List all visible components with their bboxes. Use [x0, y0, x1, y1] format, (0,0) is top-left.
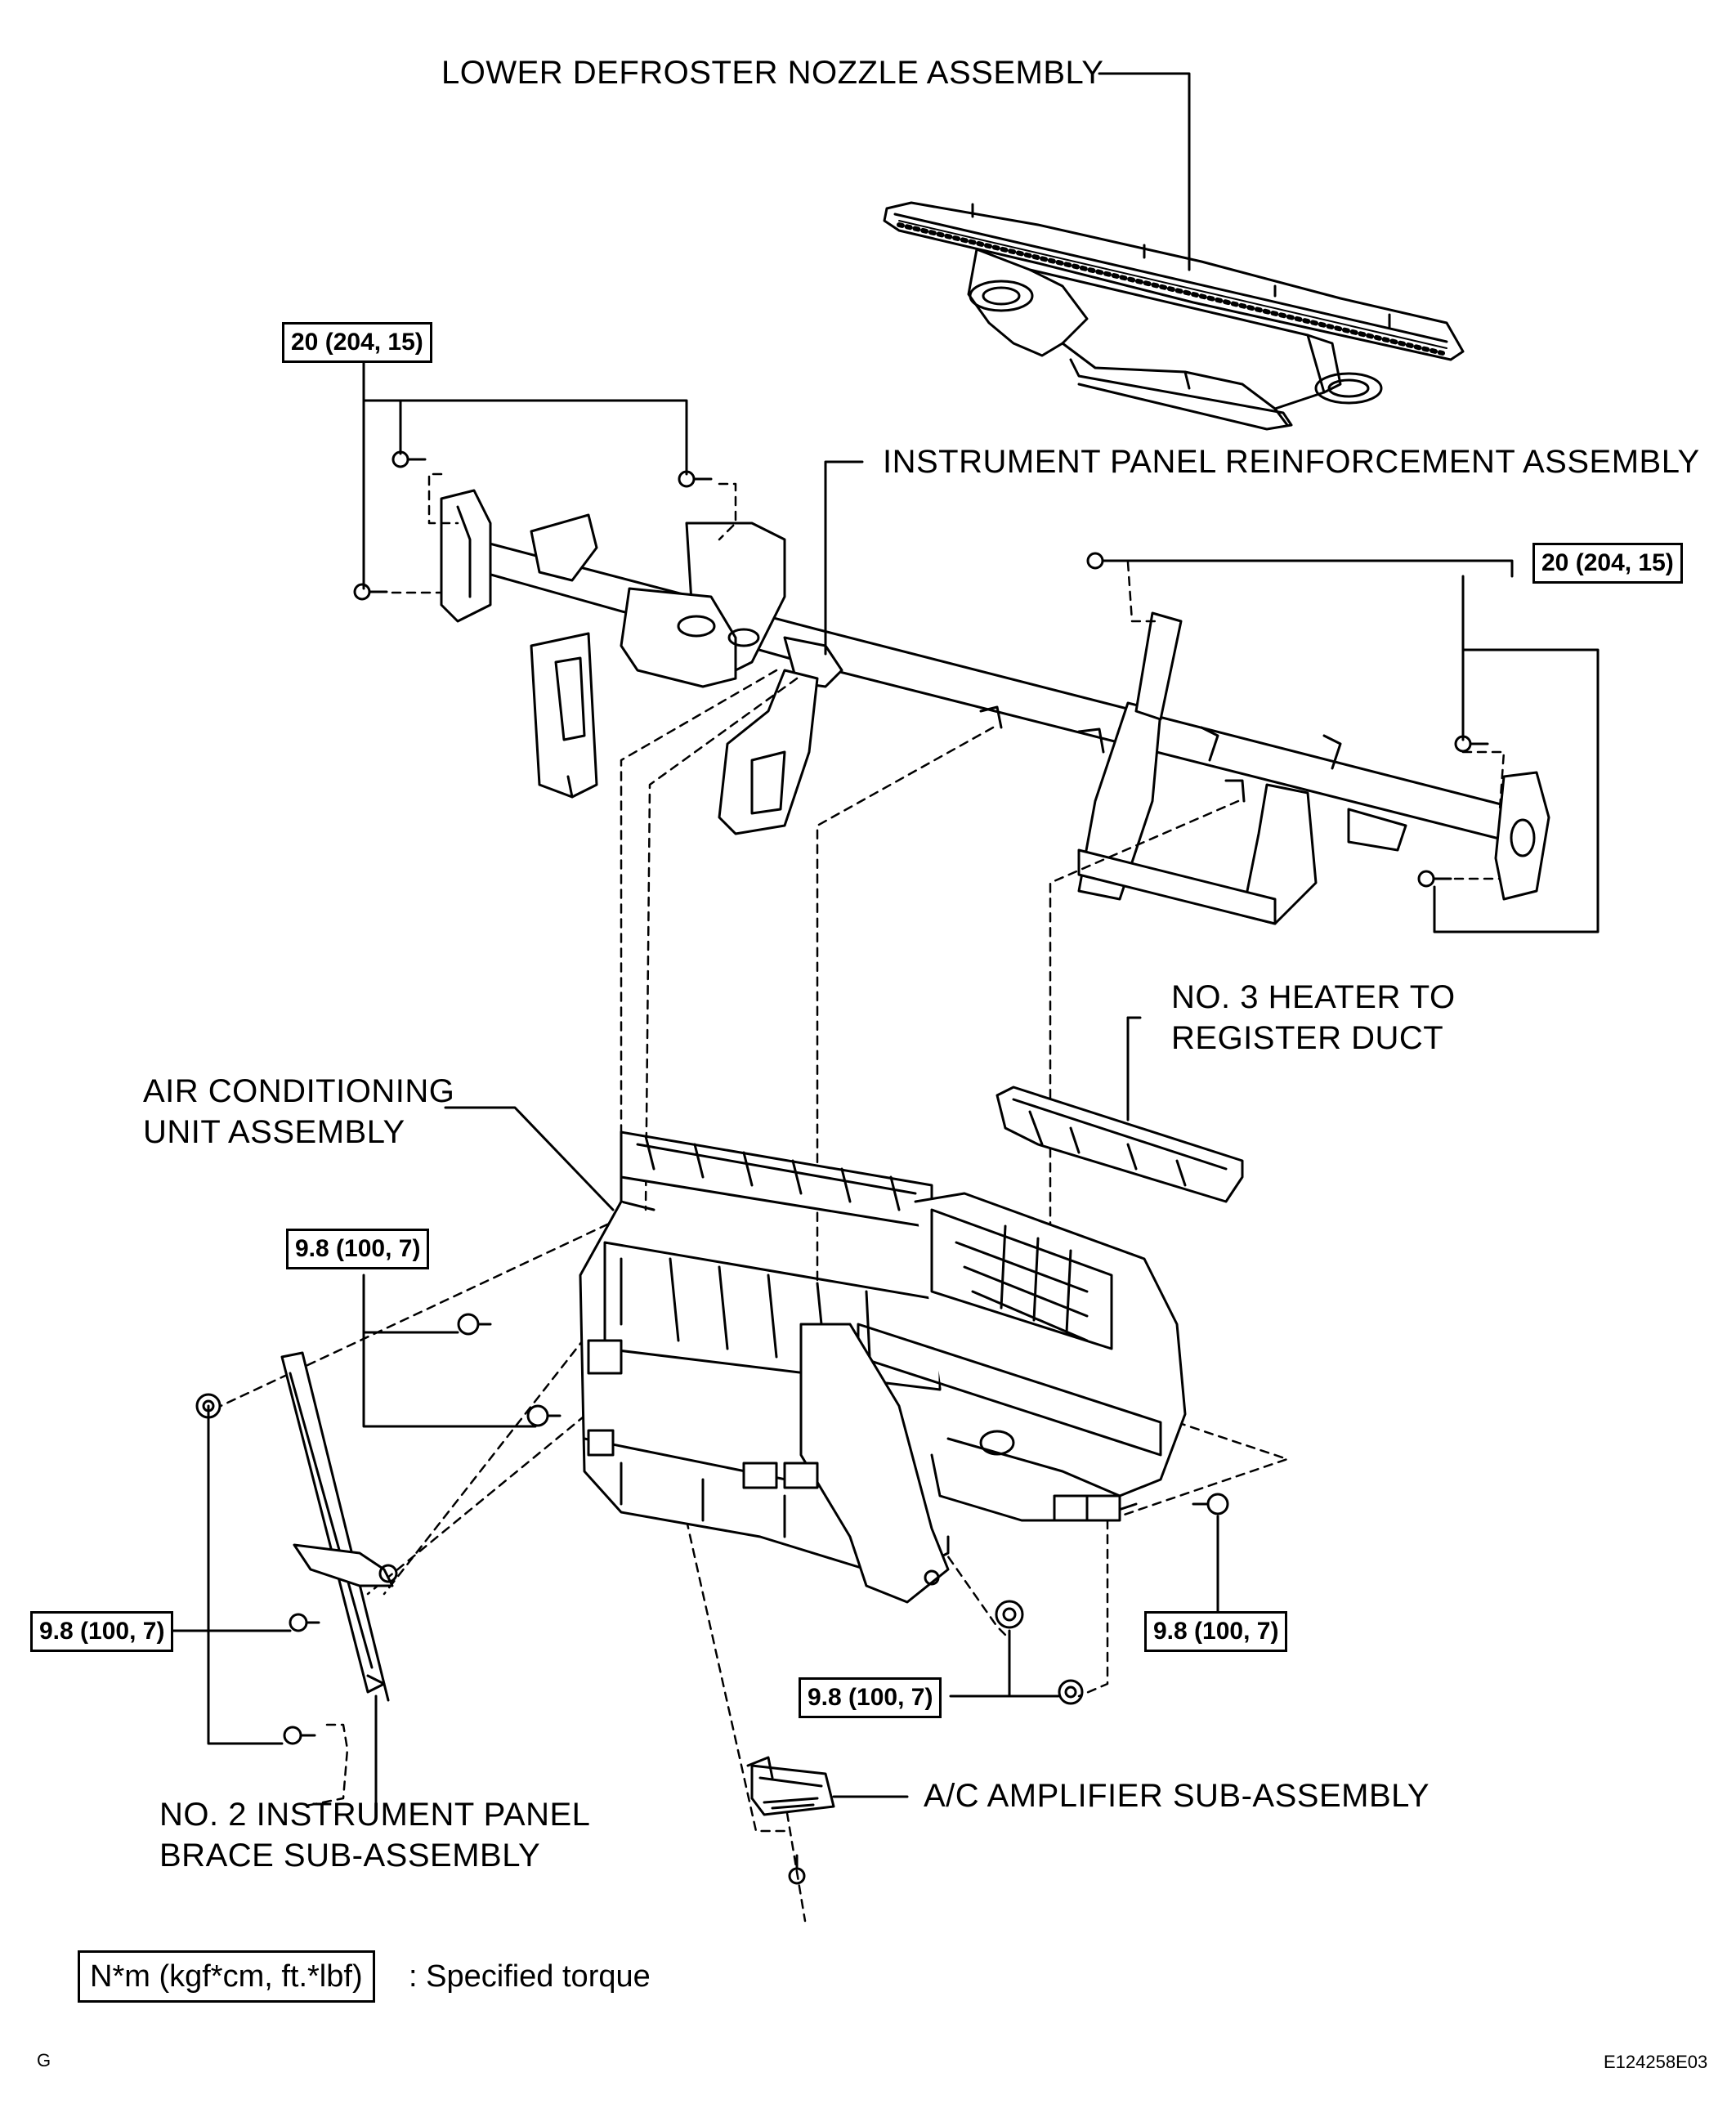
label-instrument-panel-reinforcement: INSTRUMENT PANEL REINFORCEMENT ASSEMBLY — [883, 444, 1700, 480]
leader-line-lower-defroster — [1098, 72, 1191, 271]
ac-amplifier-drawing — [746, 1756, 835, 1816]
torque-spec-reinforcement-left: 20 (204, 15) — [282, 322, 432, 363]
torque-spec-unit-right: 9.8 (100, 7) — [1144, 1611, 1288, 1652]
label-heater-duct-line2: REGISTER DUCT — [1171, 1020, 1444, 1056]
label-brace-line2: BRACE SUB-ASSEMBLY — [159, 1838, 541, 1874]
instrument-panel-brace-drawing — [280, 1351, 398, 1702]
torque-spec-unit-lower-right: 9.8 (100, 7) — [799, 1677, 942, 1718]
label-ac-unit-line1: AIR CONDITIONING — [143, 1073, 455, 1109]
instrument-panel-reinforcement-drawing — [440, 489, 1550, 925]
leader-line-reinforcement — [824, 460, 864, 656]
bolt-icons-reinforcement — [353, 450, 1489, 888]
torque-spec-unit-upper-left: 9.8 (100, 7) — [286, 1229, 430, 1269]
corner-mark-left: G — [37, 2050, 51, 2071]
lower-defroster-nozzle-drawing — [883, 201, 1465, 431]
leader-line-ac-unit — [444, 1106, 615, 1211]
air-conditioning-unit-drawing — [579, 1130, 1187, 1604]
bolt-icons-unit — [195, 1313, 1229, 1885]
label-ac-unit-line2: UNIT ASSEMBLY — [143, 1114, 405, 1150]
label-lower-defroster-nozzle: LOWER DEFROSTER NOZZLE ASSEMBLY — [441, 55, 1104, 91]
legend-meaning: : Specified torque — [409, 1959, 651, 1994]
figure-id: E124258E03 — [1604, 2052, 1708, 2072]
torque-spec-brace-left: 9.8 (100, 7) — [30, 1611, 174, 1652]
label-brace-line1: NO. 2 INSTRUMENT PANEL — [159, 1797, 591, 1833]
torque-spec-reinforcement-right: 20 (204, 15) — [1532, 543, 1683, 584]
label-heater-duct-line1: NO. 3 HEATER TO — [1171, 979, 1456, 1015]
heater-to-register-duct-drawing — [996, 1086, 1244, 1203]
label-ac-amplifier: A/C AMPLIFIER SUB-ASSEMBLY — [924, 1778, 1430, 1814]
legend-unit-box: N*m (kgf*cm, ft.*lbf) — [78, 1950, 375, 2003]
